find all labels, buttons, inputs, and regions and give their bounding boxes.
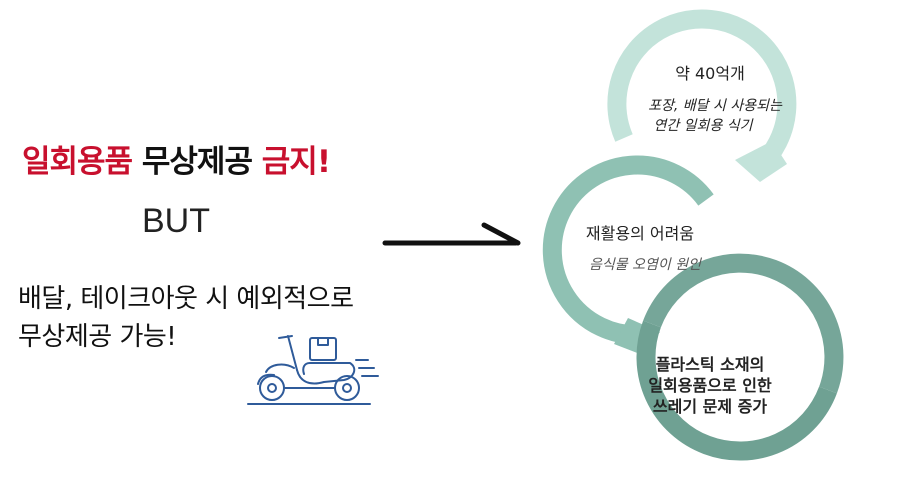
node2-title: 재활용의 어려움 [585,224,695,243]
node3-line-2: 일회용품으로 인한 [648,376,772,395]
cycle-arc-3 [636,320,837,461]
exception-line-2: 무상제공 가능! [18,322,177,352]
exception-text: 배달, 테이크아웃 시 예외적으로 무상제공 가능! [18,280,354,356]
headline-prohibited: 금지! [261,144,331,180]
headline-disposables: 일회용품 [22,144,133,180]
node3-line-3: 쓰레기 문제 증가 [652,397,768,416]
node1-title: 약 40억개 [675,64,745,83]
delivery-scooter-icon [247,335,379,405]
exception-line-1: 배달, 테이크아웃 시 예외적으로 [18,284,354,314]
node1-desc-2: 연간 일회용 식기 [653,118,753,134]
but-label: BUT [142,202,210,240]
node3-line-1: 플라스틱 소재의 [655,355,765,374]
node2-desc: 음식물 오염이 원인 [589,257,701,273]
headline-free-provision: 무상제공 [141,144,253,180]
cycle-arc-2 [542,155,714,345]
cycle-arc-1 [607,9,797,173]
right-arrow-icon [382,222,521,246]
cycle-arrowhead-1 [735,141,787,182]
node1-desc-1: 포장, 배달 시 사용되는 [648,98,782,114]
headline: 일회용품 무상제공 금지! [22,136,331,181]
